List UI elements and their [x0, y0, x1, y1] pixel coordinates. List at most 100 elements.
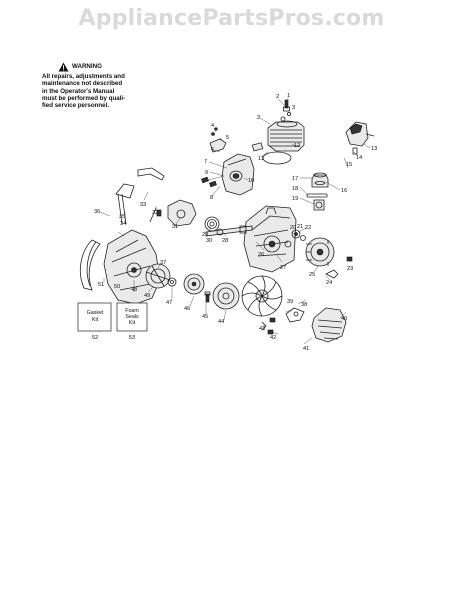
warning-line-1: All repairs, adjustments and [42, 73, 125, 80]
callout-49: 49 [144, 293, 150, 299]
impeller-nut-part [269, 317, 276, 323]
gasket-kit-label-2: Kit [92, 317, 99, 323]
throttle-bracket-part [137, 167, 165, 181]
warning-line-2: maintenance not described [42, 80, 123, 88]
starter-pulley-part [167, 199, 197, 227]
callout-17: 17 [292, 176, 298, 182]
spark-plug-part [283, 99, 290, 112]
callout-20: 20 [290, 225, 296, 231]
callout-16: 16 [341, 188, 347, 194]
crankshaft-part [205, 225, 253, 237]
callout-46: 46 [184, 306, 190, 312]
callout-29: 29 [202, 232, 208, 238]
callout-43: 43 [259, 326, 265, 332]
foam-seals-kit-box: Foam Seals Kit 53 [116, 302, 148, 341]
fan-cover-part [311, 307, 347, 343]
warning-line-3: in the Operator's Manual [42, 87, 115, 95]
callout-45: 45 [202, 314, 208, 320]
callout-35: 35 [119, 214, 125, 220]
flywheel-nut-part [346, 256, 353, 262]
callout-32: 32 [152, 210, 158, 216]
warning-title: WARNING [72, 63, 102, 71]
callout-8: 8 [210, 195, 213, 201]
cylinder-gasket-part [262, 151, 292, 165]
warning-triangle-icon [58, 62, 69, 72]
callout-19: 19 [292, 196, 298, 202]
warning-notice: WARNING All repairs, adjustments and mai… [42, 62, 152, 109]
callout-10: 10 [248, 178, 254, 184]
callout-13: 13 [371, 146, 377, 152]
fan-hub-part [183, 273, 205, 295]
callout-7: 7 [204, 159, 207, 165]
blower-housing-part [103, 229, 161, 305]
warning-line-5: fied service personnel. [42, 102, 110, 110]
callout-28: 28 [222, 238, 228, 244]
callout-6: 6 [211, 147, 214, 153]
callout-34: 34 [120, 221, 126, 227]
foam-kit-label-2: Seals [125, 314, 139, 320]
cover-screw-part [267, 329, 274, 335]
piston-pin-part [306, 193, 328, 198]
carburetor-part [221, 153, 255, 196]
foam-kit-label-3: Kit [129, 320, 136, 326]
callout-18: 18 [292, 186, 298, 192]
callout-38: 38 [301, 302, 307, 308]
fan-plate-part [212, 282, 240, 310]
crankcase-part [243, 205, 297, 273]
callout-36: 36 [94, 209, 100, 215]
callout-37: 37 [160, 260, 166, 266]
callout-40: 40 [341, 316, 347, 322]
gasket-kit-ref: 52 [92, 335, 98, 341]
site-watermark: AppliancePartsPros.com [78, 6, 385, 31]
carburetor-screws-part [201, 175, 225, 188]
callout-50: 50 [114, 284, 120, 290]
gasket-kit-box: Gasket Kit 52 [77, 302, 112, 341]
callout-1: 1 [287, 93, 290, 99]
callout-48: 48 [131, 287, 137, 293]
starter-screw-part [156, 209, 162, 217]
callout-11: 11 [258, 156, 264, 162]
leader-lines [99, 98, 371, 345]
starter-spring-part [204, 216, 220, 232]
strap-loop-part [79, 239, 101, 291]
gasket-kit-label-1: Gasket [87, 310, 104, 316]
callout-39: 39 [287, 299, 293, 305]
fan-bolt-part [204, 291, 211, 303]
callout-4: 4 [211, 123, 214, 129]
ignition-module-part [345, 121, 375, 155]
fan-blade-clip-part [285, 307, 305, 323]
callout-33: 33 [140, 202, 146, 208]
clip-part [261, 321, 267, 331]
carburetor-bracket-part [209, 127, 227, 153]
callout-27: 27 [280, 265, 286, 271]
flywheel-part [305, 237, 335, 267]
impeller-fan-part [241, 275, 283, 317]
callout-12: 12 [294, 143, 300, 149]
foam-kit-ref: 53 [129, 335, 135, 341]
callout-31: 31 [172, 224, 178, 230]
callout-30: 30 [206, 238, 212, 244]
piston-part [311, 172, 329, 188]
callout-3b: 3 [257, 115, 260, 121]
warning-line-4: must be performed by quali- [42, 94, 126, 102]
starter-rope-part [149, 207, 157, 223]
callout-9: 9 [205, 170, 208, 176]
callout-22: 22 [305, 225, 311, 231]
callout-2: 2 [276, 94, 279, 100]
callout-44: 44 [218, 319, 224, 325]
warning-title-row: WARNING [58, 62, 152, 72]
bearing-part [291, 229, 306, 241]
washer-part [167, 277, 177, 287]
callout-21: 21 [297, 224, 303, 230]
foam-kit-label-1: Foam [125, 308, 139, 314]
handle-tube-part [115, 183, 135, 225]
starter-pawl-part [325, 269, 339, 279]
callout-numbers: 1 2 3 3 4 5 6 7 8 9 10 11 12 13 14 15 16… [94, 93, 377, 352]
callout-41: 41 [303, 346, 309, 352]
callout-47: 47 [166, 300, 172, 306]
callout-51: 51 [98, 282, 104, 288]
callout-26: 26 [258, 252, 264, 258]
callout-5: 5 [226, 135, 229, 141]
